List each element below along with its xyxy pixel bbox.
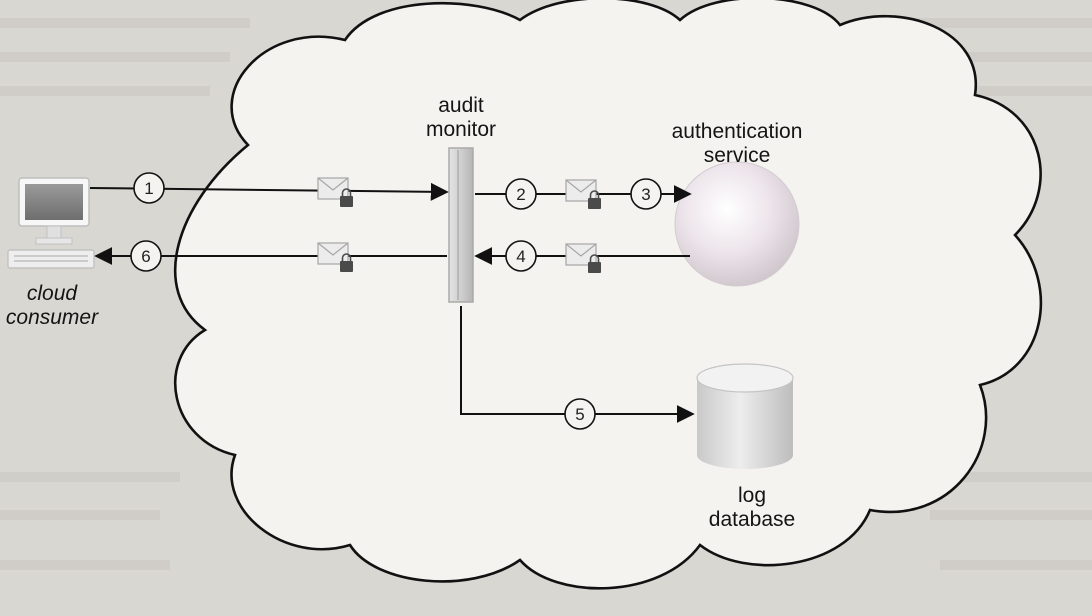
authentication-service-label-line1: authentication bbox=[671, 120, 803, 143]
authentication-service-label-line2: service bbox=[703, 144, 771, 167]
step-marker-1: 1 bbox=[133, 172, 165, 204]
locked-message-icons bbox=[317, 177, 601, 273]
audit-monitor-icon bbox=[448, 147, 474, 303]
authentication-service-label: authentication service bbox=[652, 120, 822, 168]
log-database-label-line1: log bbox=[737, 484, 767, 507]
log-database-label-line2: database bbox=[708, 508, 796, 531]
step-markers: 1 2 3 4 5 6 bbox=[130, 172, 662, 430]
step-marker-3: 3 bbox=[630, 178, 662, 210]
cloud-consumer-label-line1: cloud bbox=[26, 282, 78, 305]
locked-message-icon bbox=[565, 179, 601, 209]
step-label-6: 6 bbox=[141, 247, 150, 266]
cloud-consumer-label: cloud consumer bbox=[0, 282, 104, 330]
audit-monitor-label: audit monitor bbox=[418, 94, 504, 142]
step-marker-2: 2 bbox=[505, 178, 537, 210]
step-label-4: 4 bbox=[516, 247, 525, 266]
log-database-icon bbox=[696, 363, 794, 469]
locked-message-icon bbox=[317, 242, 353, 272]
locked-message-icon bbox=[317, 177, 353, 207]
step-label-5: 5 bbox=[575, 405, 584, 424]
step-label-2: 2 bbox=[516, 185, 525, 204]
desktop-computer-icon bbox=[7, 177, 95, 269]
step-marker-6: 6 bbox=[130, 240, 162, 272]
authentication-service-icon bbox=[674, 161, 800, 287]
audit-monitor-label-line2: monitor bbox=[425, 118, 497, 141]
step-label-1: 1 bbox=[144, 179, 153, 198]
step-label-3: 3 bbox=[641, 185, 650, 204]
locked-message-icon bbox=[565, 243, 601, 273]
arrow-step-5 bbox=[460, 306, 695, 423]
log-database-label: log database bbox=[700, 484, 804, 532]
cloud-consumer-label-line2: consumer bbox=[5, 306, 99, 329]
cloud-boundary bbox=[173, 0, 1043, 590]
step-marker-5: 5 bbox=[564, 398, 596, 430]
step-marker-4: 4 bbox=[505, 240, 537, 272]
audit-monitor-label-line1: audit bbox=[438, 94, 484, 117]
